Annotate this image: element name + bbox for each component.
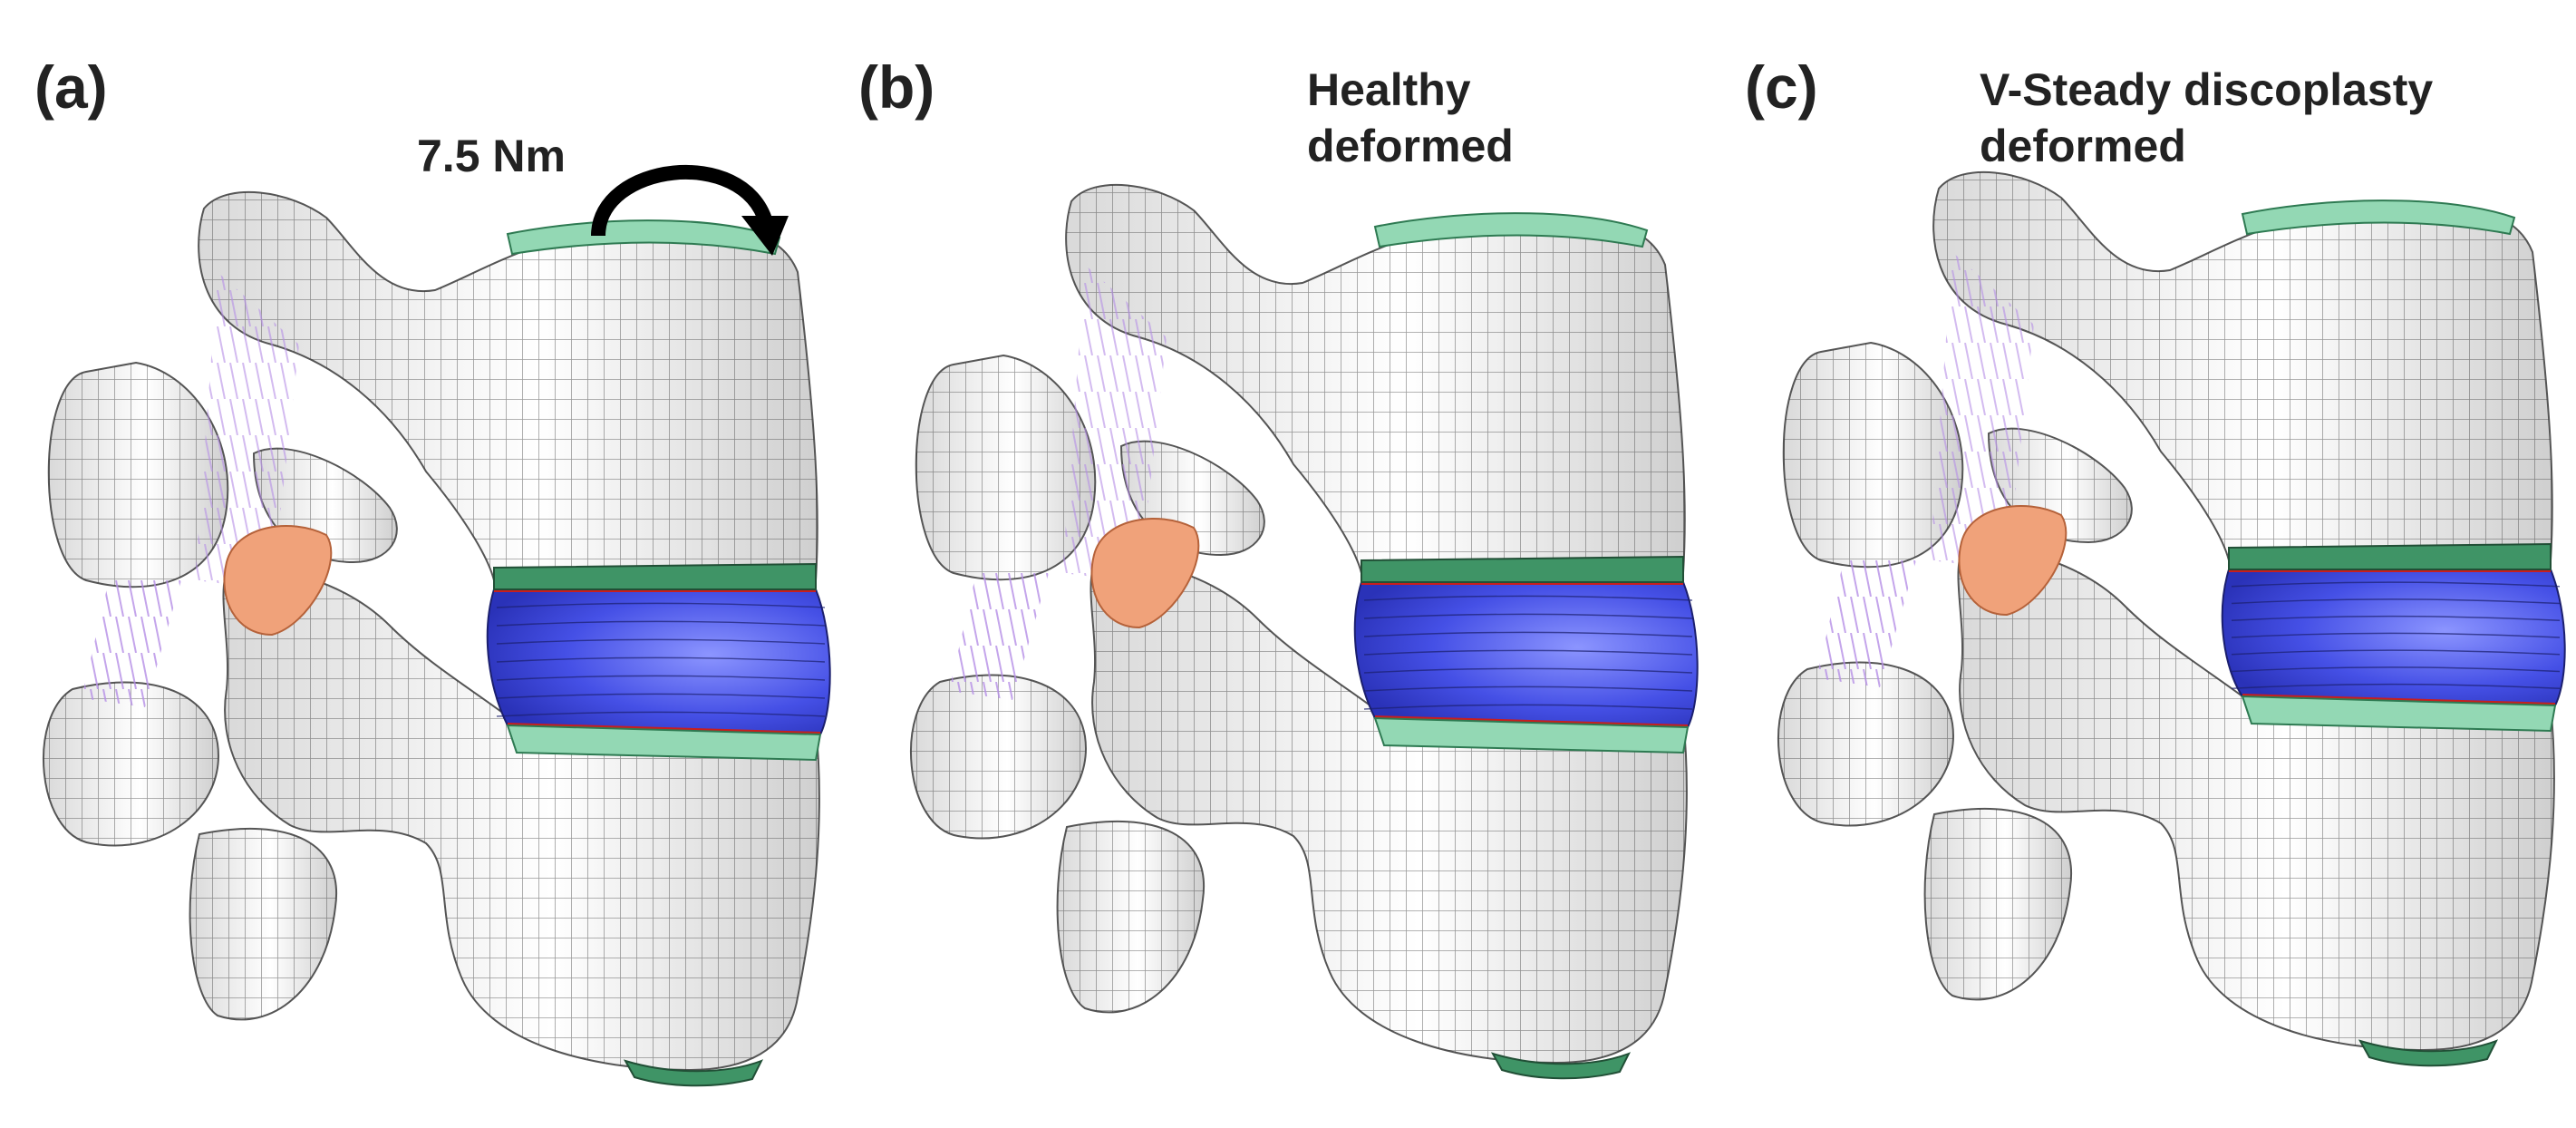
disc-mesh-line bbox=[496, 638, 826, 645]
panel-a: (a) 7.5 Nm bbox=[0, 0, 858, 1128]
intervertebral-disc bbox=[2221, 569, 2566, 707]
upper-vertebra-mesh bbox=[1933, 171, 2552, 561]
posterior-process-lower-mesh bbox=[1777, 662, 1953, 826]
ligament-lower bbox=[949, 573, 1049, 700]
panel-label-c: (c) bbox=[1745, 53, 1818, 121]
disc-mesh-line bbox=[2231, 649, 2561, 656]
endplate-upper bbox=[1361, 555, 1684, 583]
facet-joint bbox=[1958, 505, 2068, 617]
panel-caption-b: Healthy deformed bbox=[1307, 62, 1514, 174]
ligament-lower bbox=[1816, 560, 1916, 687]
disc-mesh-line bbox=[1363, 613, 1693, 619]
spinous-process-mesh bbox=[189, 828, 337, 1020]
spinous-process-mesh bbox=[1057, 821, 1205, 1013]
endplate-lower bbox=[2241, 695, 2557, 733]
facet-joint bbox=[1090, 518, 1200, 629]
posterior-process-upper-mesh bbox=[915, 355, 1096, 580]
endplate-cranial bbox=[1373, 212, 1649, 248]
disc-mesh-line bbox=[1363, 667, 1693, 674]
upper-vertebra-mesh bbox=[199, 191, 818, 581]
panel-b: (b) Healthy deformed bbox=[858, 0, 1717, 1128]
disc-mesh-line bbox=[1363, 686, 1693, 692]
endplate-lower bbox=[1373, 716, 1690, 754]
endplate-caudal bbox=[2358, 1039, 2499, 1067]
ligament-upper bbox=[195, 272, 299, 589]
disc-mesh-line bbox=[2231, 666, 2561, 673]
panel-caption-c: V-Steady discoplasty deformed bbox=[1980, 62, 2433, 174]
upper-vertebra-mesh bbox=[1066, 184, 1685, 574]
spine-model-c bbox=[1777, 170, 2566, 1067]
spine-model-a bbox=[42, 190, 831, 1087]
caption-line-2: deformed bbox=[1307, 121, 1514, 171]
ligament-upper bbox=[1930, 252, 2034, 569]
posterior-process-upper-mesh bbox=[48, 363, 228, 588]
disc-mesh-line bbox=[496, 711, 826, 717]
endplate-caudal bbox=[1490, 1052, 1632, 1080]
lower-vertebra-mesh bbox=[1090, 561, 1687, 1063]
disc-mesh-line bbox=[496, 675, 826, 681]
disc-mesh-line bbox=[2231, 615, 2561, 621]
ligament-upper bbox=[1062, 265, 1167, 582]
disc-mesh-line bbox=[496, 620, 826, 627]
endplate-upper bbox=[493, 562, 817, 590]
endplate-caudal bbox=[623, 1059, 764, 1087]
posterior-process-lower-mesh bbox=[910, 675, 1086, 839]
lower-vertebra-mesh bbox=[223, 569, 819, 1070]
panel-label-a: (a) bbox=[34, 53, 108, 121]
spine-model-b bbox=[909, 183, 1699, 1080]
caption-line-1: V-Steady discoplasty bbox=[1980, 64, 2434, 115]
posterior-process-lower-mesh bbox=[43, 682, 218, 846]
ligament-lower bbox=[82, 580, 181, 707]
lower-vertebra-mesh bbox=[1958, 549, 2554, 1050]
disc-mesh-line bbox=[2231, 581, 2561, 588]
spinous-process-mesh bbox=[1924, 808, 2072, 1000]
endplate-cranial bbox=[2241, 199, 2516, 236]
endplate-lower bbox=[506, 724, 822, 762]
panel-label-b: (b) bbox=[858, 53, 935, 121]
disc-mesh-line bbox=[2231, 683, 2561, 689]
moment-arrow-icon bbox=[591, 165, 789, 256]
disc-mesh-line bbox=[2231, 598, 2561, 605]
disc-mesh-line bbox=[1363, 631, 1693, 637]
disc-mesh-line bbox=[1363, 704, 1693, 710]
panel-c: (c) V-Steady discoplasty deformed bbox=[1717, 0, 2575, 1128]
disc-mesh-line bbox=[496, 602, 826, 608]
endplate-upper bbox=[2228, 542, 2552, 570]
torque-label: 7.5 Nm bbox=[417, 131, 566, 181]
disc-mesh-line bbox=[1363, 649, 1693, 656]
disc-mesh-line bbox=[496, 656, 826, 663]
posterior-process-upper-mesh bbox=[1783, 343, 1963, 568]
caption-line-1: Healthy bbox=[1307, 64, 1471, 115]
caption-line-2: deformed bbox=[1980, 121, 2186, 171]
disc-mesh-line bbox=[1363, 595, 1693, 601]
facet-joint bbox=[223, 525, 333, 637]
disc-mesh-line bbox=[496, 693, 826, 699]
disc-mesh-line bbox=[2231, 632, 2561, 638]
